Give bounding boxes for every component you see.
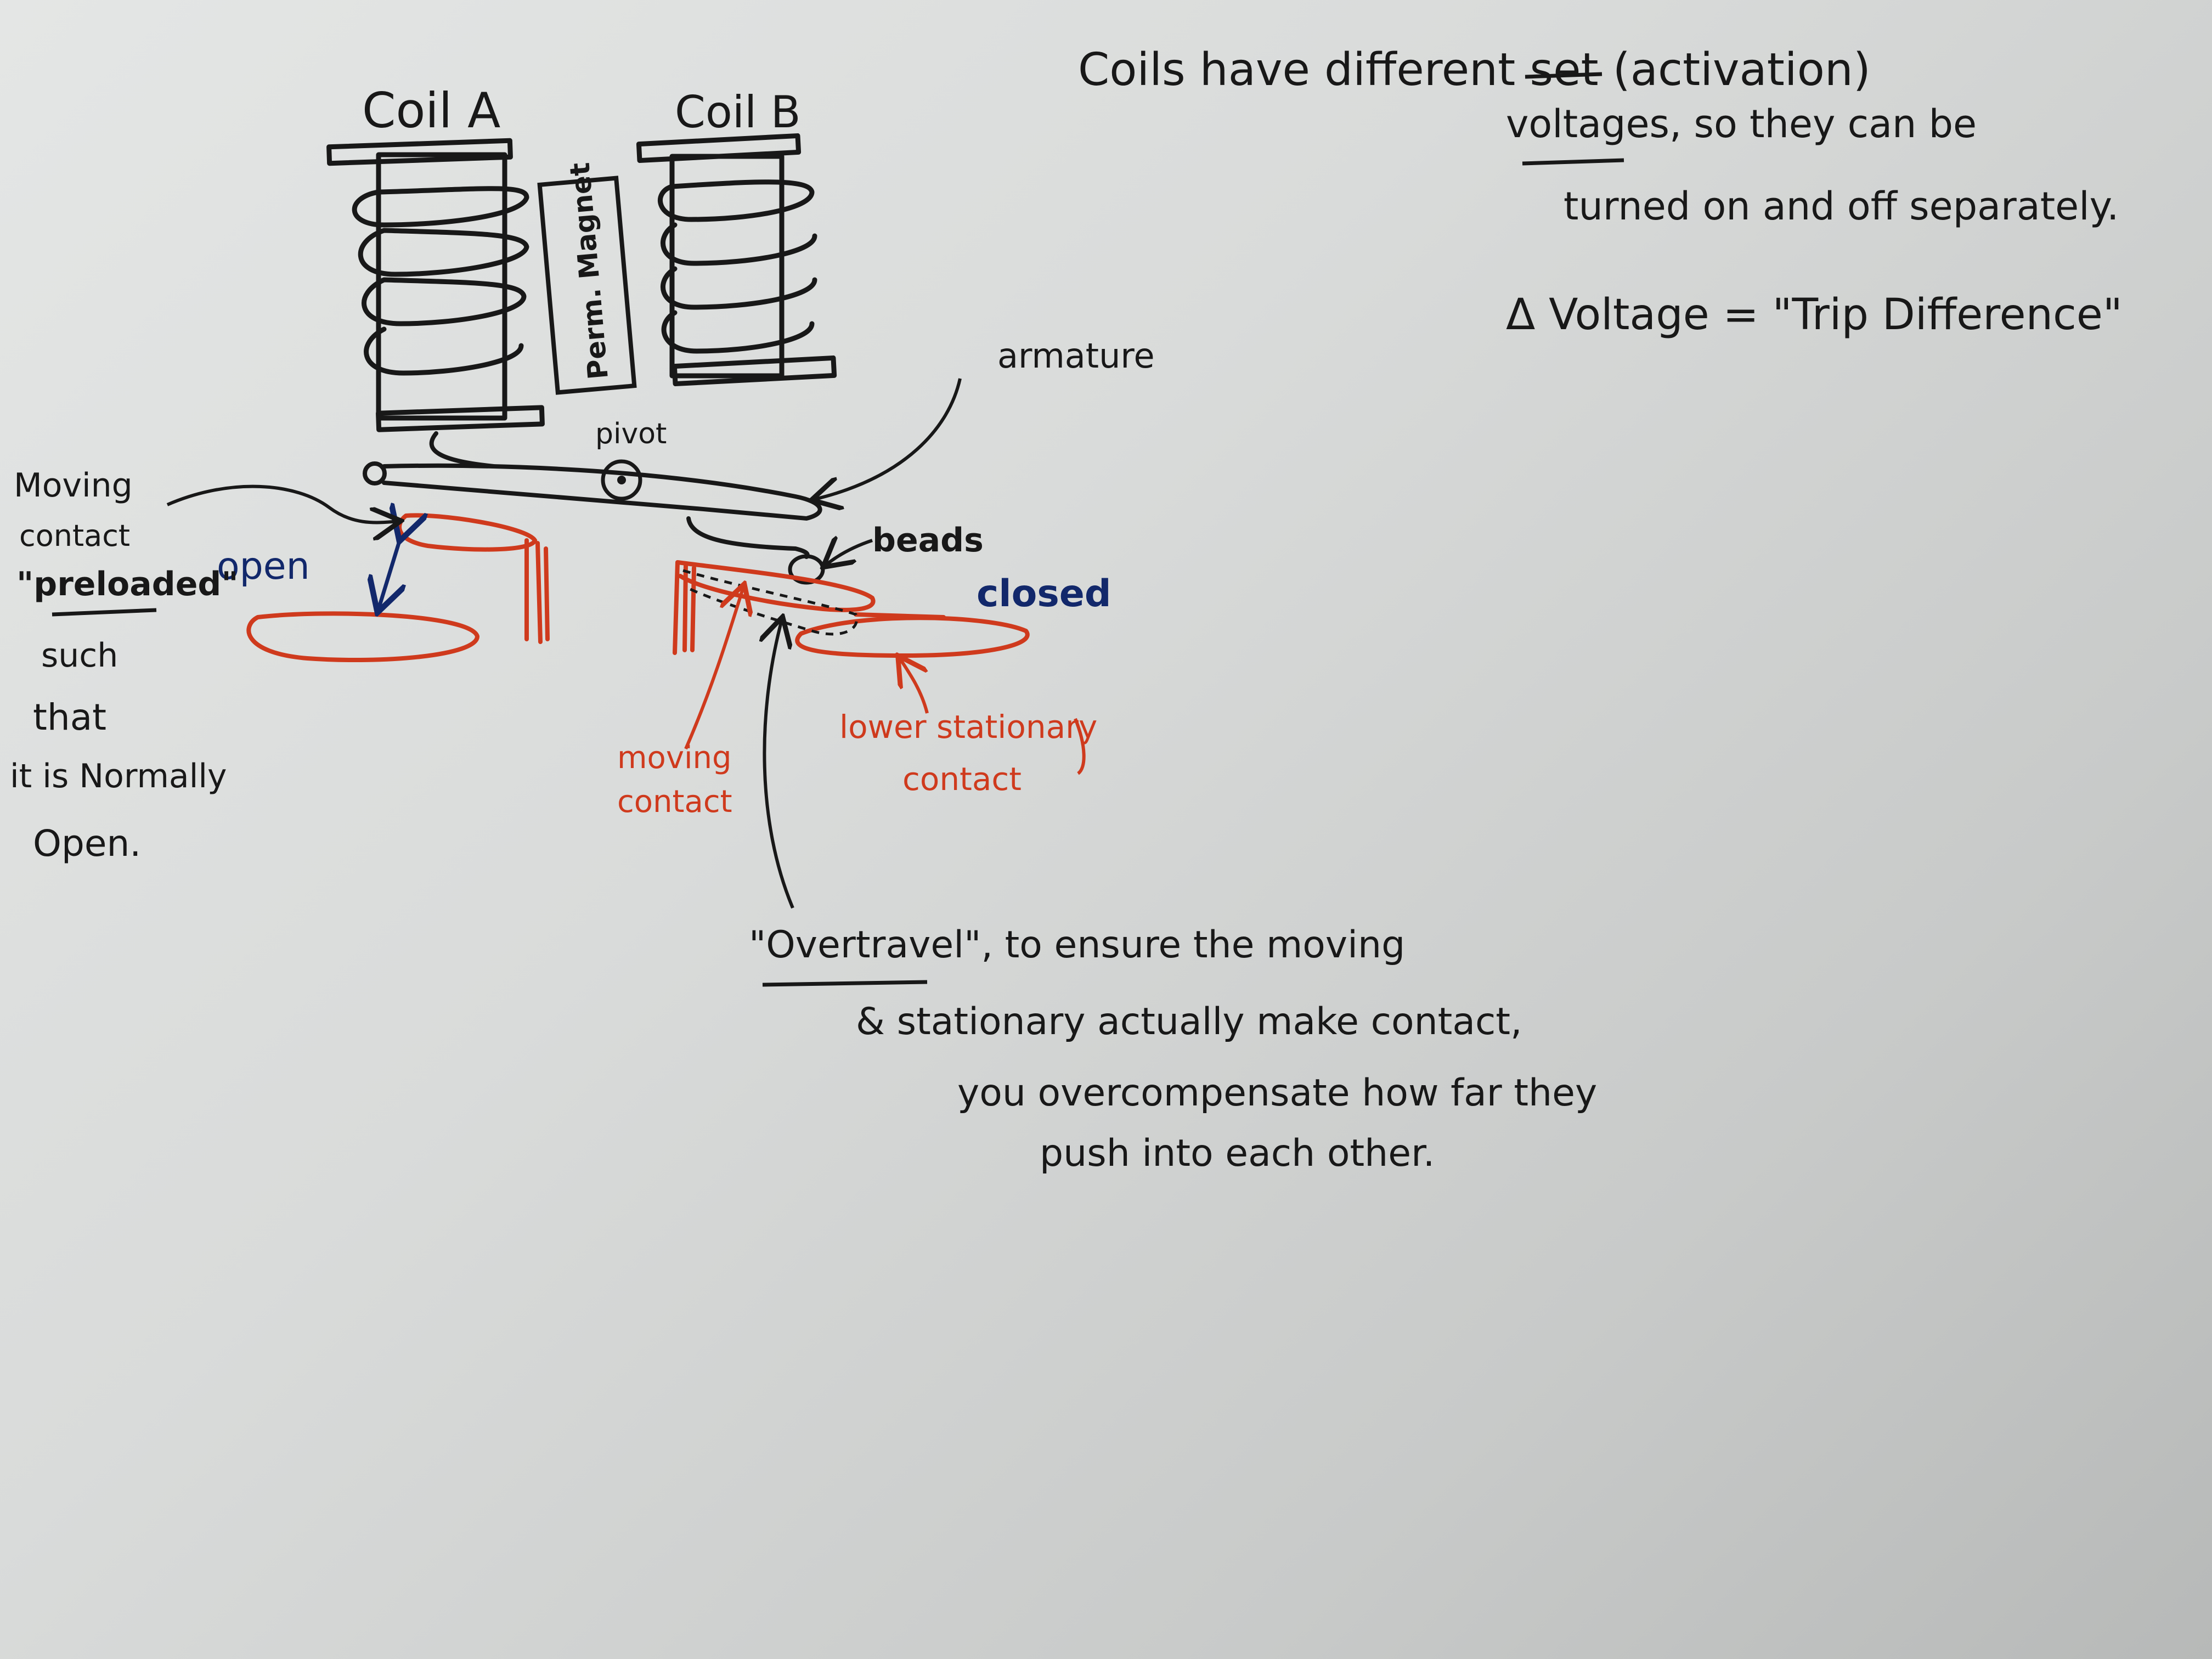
overtravel-line4: push into each other.: [1040, 1132, 1435, 1175]
overtravel-underline: [762, 980, 928, 987]
armature-label: armature: [997, 336, 1155, 376]
pivot: [601, 459, 642, 501]
coil-b-label: Coil B: [675, 87, 801, 138]
coil-a: [326, 138, 545, 432]
preloaded-underline: [52, 608, 157, 617]
overtravel-note: "Overtravel", to ensure the moving & sta…: [749, 923, 1597, 1175]
left-note-line: it is Normally: [10, 757, 227, 795]
coil-voltage-note: Coils have different set (activation) vo…: [1078, 44, 2123, 340]
lower-stationary-arrow: [900, 658, 929, 714]
left-note-line: Moving: [14, 466, 133, 505]
left-note-line: that: [33, 696, 106, 738]
voltages-underline: [1522, 158, 1624, 166]
left-note-line: Open.: [33, 822, 141, 865]
trip-difference-equation: Δ Voltage = "Trip Difference": [1506, 290, 2123, 340]
perm-magnet-label: Perm. Magnet: [564, 161, 614, 381]
coil-b: [636, 133, 837, 387]
beads-label: beads: [872, 521, 984, 560]
beads-arrow: [826, 540, 873, 565]
lower-stationary-label-line2: contact: [902, 760, 1022, 798]
left-note-line: such: [41, 636, 118, 675]
overtravel-arrow: [764, 620, 794, 909]
moving-contact-label-line1: moving: [617, 740, 732, 776]
overtravel-line1: "Overtravel", to ensure the moving: [749, 923, 1405, 967]
coil-note-line2: voltages, so they can be: [1506, 101, 1977, 146]
moving-contact-label-line2: contact: [617, 784, 732, 820]
armature: [363, 431, 822, 559]
pivot-label: pivot: [595, 417, 667, 450]
left-note-line: "preloaded": [16, 565, 239, 603]
overtravel-line2: & stationary actually make contact,: [856, 1000, 1522, 1043]
overtravel-line3: you overcompensate how far they: [957, 1071, 1597, 1115]
coil-note-line1: Coils have different set (activation): [1078, 44, 1871, 96]
closed-label: closed: [977, 572, 1111, 616]
permanent-magnet: [537, 176, 637, 395]
left-note: Moving contact "preloaded" such that it …: [10, 466, 239, 865]
lower-stationary-label-line1: lower stationary: [839, 708, 1097, 746]
lower-stationary-hook: [1074, 718, 1086, 775]
open-label: open: [217, 545, 310, 588]
moving-contact-arrow: [684, 587, 743, 750]
coil-note-line3: turned on and off separately.: [1564, 184, 2119, 229]
left-note-line: contact: [19, 518, 130, 553]
open-gap-arrow: [379, 538, 400, 609]
coil-a-label: Coil A: [362, 82, 500, 139]
set-underline: [1525, 72, 1602, 79]
left-note-arrow: [166, 484, 398, 523]
armature-arrow: [815, 378, 962, 499]
